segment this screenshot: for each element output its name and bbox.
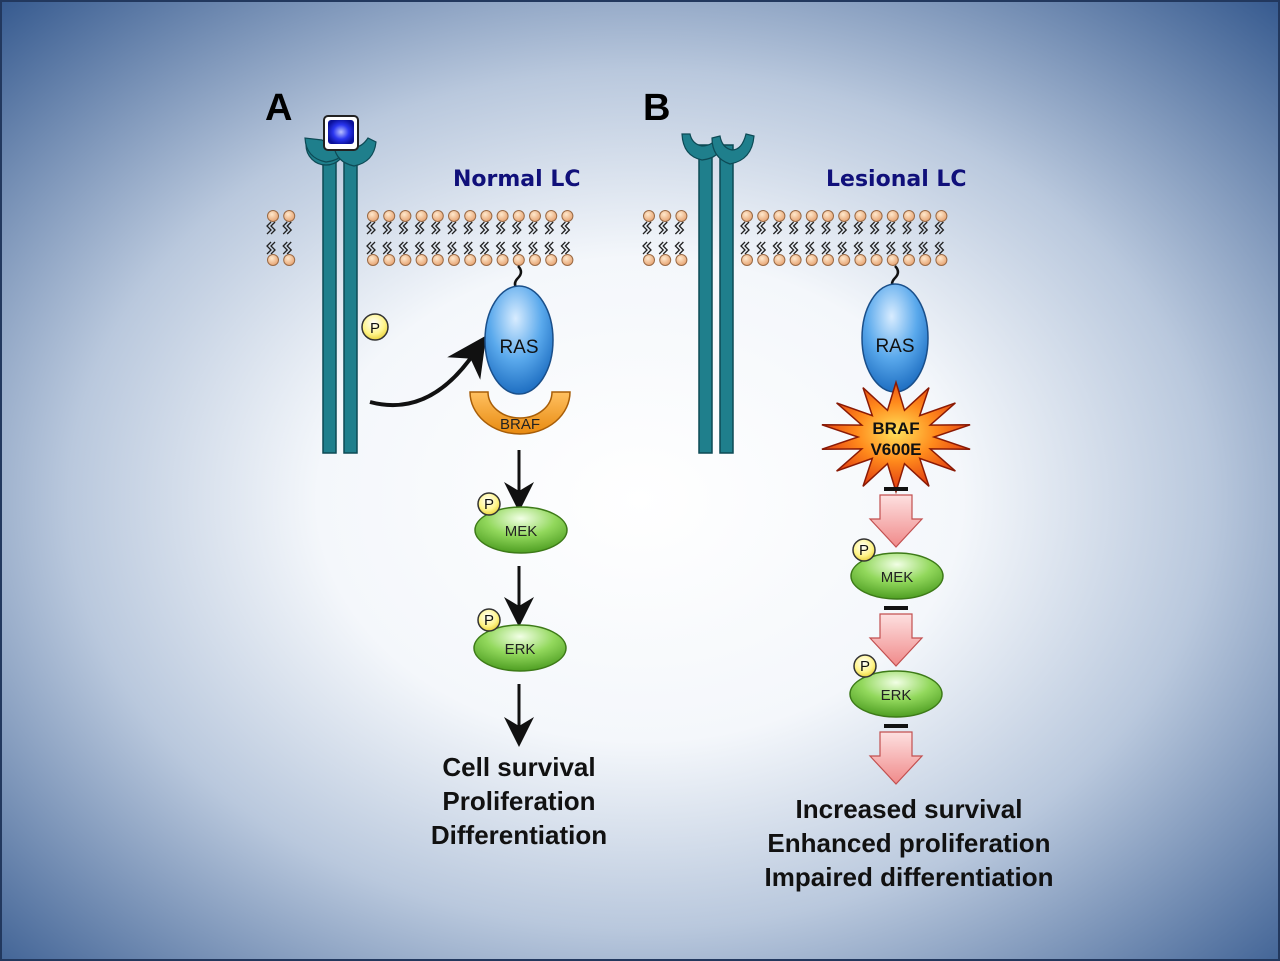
erk-label-a: ERK — [505, 641, 536, 658]
panel-a: A Normal LC P RAS BRAF — [265, 87, 607, 850]
mek-phospho-label-a: P — [484, 496, 494, 513]
outcome-a-1: Cell survival — [442, 752, 595, 782]
panel-b-letter: B — [643, 87, 670, 129]
outcome-b-3: Impaired differentiation — [765, 862, 1054, 892]
activation-arrow-a — [369, 335, 487, 408]
mek-label-a: MEK — [505, 523, 538, 540]
ras-label-b: RAS — [875, 336, 914, 357]
erk-a — [473, 624, 567, 672]
arrow-cap-b-1 — [884, 487, 908, 491]
membrane-a-right — [366, 210, 574, 266]
mek-label-b: MEK — [881, 569, 914, 586]
hyperactivation-arrows-b — [868, 487, 924, 785]
receptor-a — [304, 115, 377, 454]
membrane-b-left — [642, 210, 688, 266]
receptor-b — [681, 133, 755, 454]
ras-a — [484, 285, 554, 395]
membrane-b-right — [740, 210, 948, 266]
ligand — [328, 120, 354, 144]
arrow-cap-b-2 — [884, 606, 908, 610]
erk-b — [849, 670, 943, 718]
outcome-a-2: Proliferation — [442, 786, 595, 816]
mek-phospho-a — [477, 492, 501, 516]
mek-phospho-label-b: P — [859, 542, 869, 559]
mek-a — [474, 506, 568, 554]
panel-b-title: Lesional LC — [826, 167, 967, 192]
braf-label-b-line1: BRAF — [872, 419, 919, 438]
mek-phospho-b — [852, 538, 876, 562]
erk-phospho-b — [853, 654, 877, 678]
receptor-phospho-a: P — [361, 313, 389, 341]
outcome-b-1: Increased survival — [796, 794, 1023, 824]
erk-phospho-a — [477, 608, 501, 632]
erk-label-b: ERK — [881, 687, 912, 704]
braf-v600e-b — [821, 379, 971, 495]
erk-phospho-label-b: P — [860, 658, 870, 675]
ras-label-a: RAS — [499, 337, 538, 358]
pink-arrow-b-3 — [868, 731, 924, 785]
panel-a-letter: A — [265, 87, 292, 129]
erk-phospho-label-a: P — [484, 612, 494, 629]
membrane-a-left — [266, 210, 296, 266]
cell-membranes — [266, 210, 948, 266]
pink-arrow-b-2 — [868, 613, 924, 667]
pink-arrow-b-1 — [868, 494, 924, 548]
outcome-a-3: Differentiation — [431, 820, 607, 850]
panel-b: B Lesional LC RAS BRAF V600E MEK P ERK P… — [643, 87, 1053, 892]
panel-a-title: Normal LC — [453, 167, 581, 192]
braf-label-a: BRAF — [500, 416, 540, 433]
mek-b — [850, 552, 944, 600]
braf-a — [469, 391, 571, 435]
receptor-phospho-label-a: P — [370, 320, 380, 337]
arrow-cap-b-3 — [884, 724, 908, 728]
braf-label-b-line2: V600E — [870, 440, 921, 459]
outcome-b-2: Enhanced proliferation — [767, 828, 1050, 858]
